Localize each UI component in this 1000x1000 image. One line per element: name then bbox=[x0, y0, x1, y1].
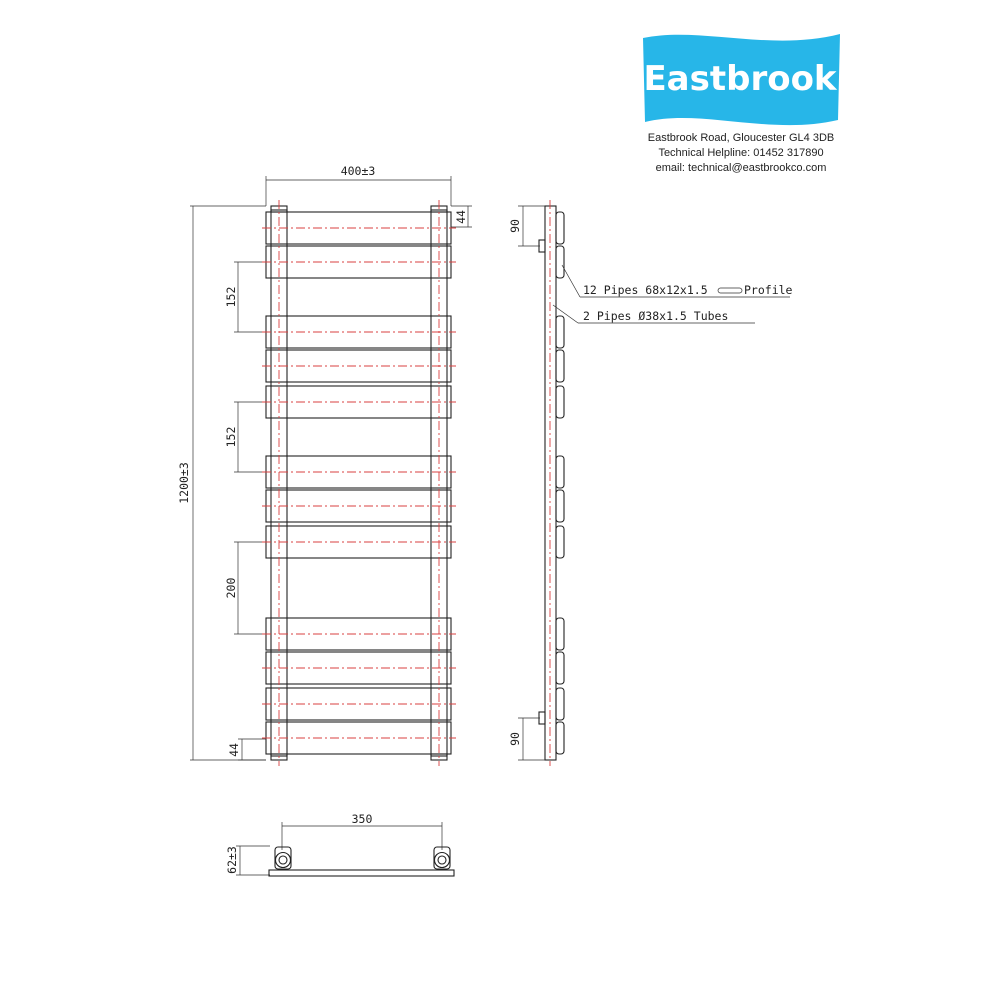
side-rail-profiles bbox=[555, 211, 565, 755]
right-plan-tube bbox=[433, 851, 451, 869]
rail-profile bbox=[555, 245, 565, 279]
left-plan-tube-inner bbox=[278, 855, 288, 865]
technical-email: email: technical@eastbrookco.com bbox=[656, 162, 827, 174]
rail-profile bbox=[555, 687, 565, 721]
company-address: Eastbrook Road, Gloucester GL4 3DB bbox=[648, 132, 834, 144]
rail-profile bbox=[555, 651, 565, 685]
brand-logo: Eastbrook bbox=[643, 34, 840, 126]
left-plan-bracket bbox=[274, 846, 292, 870]
rail-profile bbox=[555, 349, 565, 383]
logo-wordmark: Eastbrook bbox=[643, 59, 837, 99]
spacing-dimension-2: 152 bbox=[224, 401, 266, 473]
side-view: 90 90 12 Pipes 68x12x1.5 Profile 2 Pipes… bbox=[508, 200, 793, 766]
rail-profile bbox=[555, 385, 565, 419]
width-label: 400±3 bbox=[341, 164, 376, 178]
bottom-bracket-label: 90 bbox=[508, 732, 522, 746]
tube-callout-text: 2 Pipes Ø38x1.5 Tubes bbox=[583, 309, 728, 323]
logo-banner bbox=[643, 34, 840, 126]
spacing-label-1: 152 bbox=[224, 287, 238, 308]
rail-profile bbox=[555, 315, 565, 349]
plan-view: 350 62±3 bbox=[225, 812, 455, 877]
spacing-label-2: 152 bbox=[224, 427, 238, 448]
width-dimension: 400±3 bbox=[265, 164, 452, 206]
height-label: 1200±3 bbox=[177, 462, 191, 504]
rail-profile bbox=[555, 489, 565, 523]
spacing-dimension-3: 200 bbox=[224, 541, 266, 635]
top-offset-dimension: 44 bbox=[451, 205, 472, 228]
front-view: 400±3 1200±3 44 44 152 bbox=[177, 164, 472, 766]
rail-profile bbox=[555, 211, 565, 245]
top-bracket-label: 90 bbox=[508, 219, 522, 233]
top-offset-label: 44 bbox=[454, 210, 468, 224]
tube-callout: 2 Pipes Ø38x1.5 Tubes bbox=[552, 304, 755, 324]
spacing-dimension-1: 152 bbox=[224, 261, 266, 333]
top-bracket-dimension: 90 bbox=[508, 205, 545, 247]
depth-dimension: 62±3 bbox=[225, 845, 270, 876]
profile-callout: 12 Pipes 68x12x1.5 Profile bbox=[561, 264, 793, 298]
side-vertical-tube bbox=[544, 205, 557, 761]
depth-label: 62±3 bbox=[225, 846, 239, 874]
profile-section-icon bbox=[717, 287, 743, 294]
left-plan-tube bbox=[274, 851, 292, 869]
bottom-offset-dimension: 44 bbox=[227, 738, 266, 761]
height-dimension: 1200±3 bbox=[177, 205, 266, 761]
rail-profile bbox=[555, 721, 565, 755]
centres-label: 350 bbox=[352, 812, 373, 826]
bottom-offset-label: 44 bbox=[227, 743, 241, 757]
bottom-bracket-dimension: 90 bbox=[508, 717, 545, 761]
centres-dimension: 350 bbox=[281, 812, 443, 850]
right-plan-bracket bbox=[433, 846, 451, 870]
rail-profile bbox=[555, 525, 565, 559]
spacing-label-3: 200 bbox=[224, 578, 238, 599]
right-plan-tube-inner bbox=[437, 855, 447, 865]
technical-helpline: Technical Helpline: 01452 317890 bbox=[658, 147, 823, 159]
front-rails bbox=[262, 211, 456, 755]
rail-profile bbox=[555, 455, 565, 489]
rail-profile bbox=[555, 617, 565, 651]
profile-callout-suffix: Profile bbox=[744, 283, 793, 297]
profile-callout-text: 12 Pipes 68x12x1.5 bbox=[583, 283, 708, 297]
plan-rail-bar bbox=[268, 869, 455, 877]
